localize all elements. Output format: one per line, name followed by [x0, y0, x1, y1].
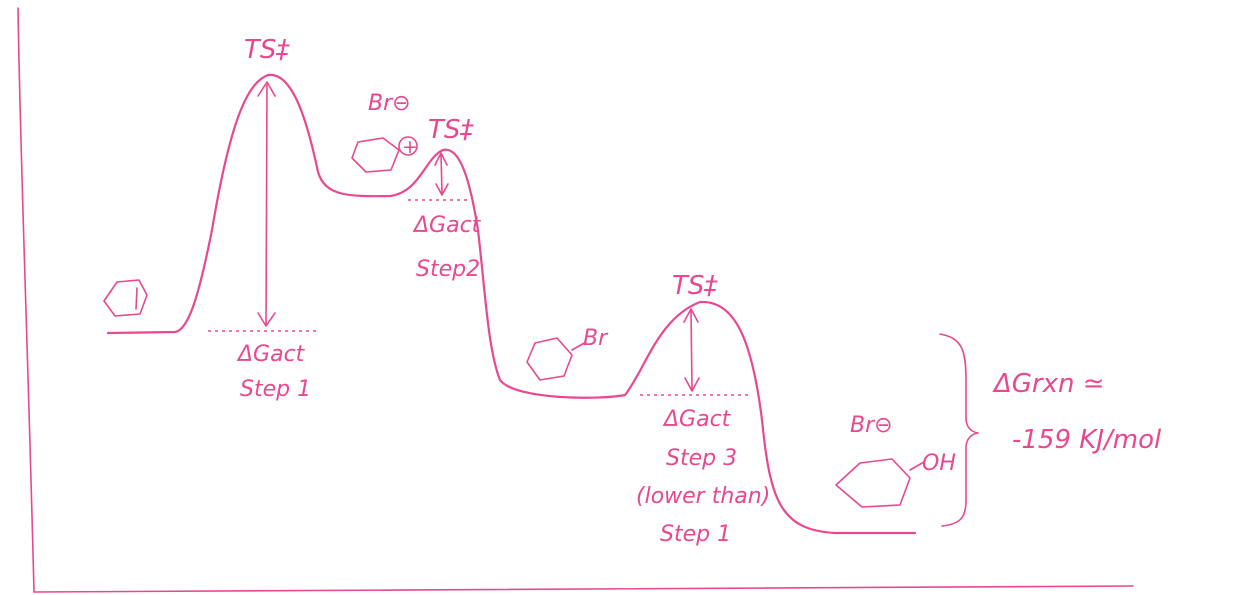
dg-step2-arrow [434, 152, 449, 196]
delta-g-rxn-label: ΔGrxn ≃ [992, 369, 1105, 399]
dg-step3-label-line1: ΔGact [662, 407, 732, 432]
delta-g-rxn-value: -159 KJ/mol [1012, 425, 1162, 455]
reaction-energy-curve [106, 73, 917, 535]
dg-step3-arrow [683, 308, 700, 392]
cyclohexanol-structure [835, 458, 925, 508]
dg-step2-label-line2: Step2 [416, 257, 480, 282]
y-axis [17, 7, 35, 593]
cyclohexene-structure [103, 279, 148, 317]
oh-substituent-label: OH [922, 451, 956, 476]
x-axis [33, 585, 1134, 593]
dg-step1-arrow [257, 81, 276, 327]
ts1-label: TS‡ [244, 35, 290, 65]
delta-g-rxn-brace [939, 333, 979, 527]
br-substituent-label: Br [583, 326, 609, 351]
br-anion-label: Br⊖ [368, 91, 411, 116]
dg-step2-label-line1: ΔGact [412, 213, 482, 238]
bromocyclohexane-structure [526, 337, 587, 381]
dg-step3-label-line4: Step 1 [660, 522, 731, 547]
cyclohexyl-cation-structure [351, 136, 418, 173]
plus-charge: + [402, 136, 418, 158]
ts3-label: TS‡ [672, 271, 718, 301]
dg-step1-label-line2: Step 1 [240, 377, 311, 402]
dg-step3-label-line3: (lower than) [636, 484, 770, 509]
ts2-label: TS‡ [428, 115, 474, 145]
dg-step1-label-line1: ΔGact [236, 342, 306, 367]
br-anion-product-label: Br⊖ [850, 413, 893, 438]
dg-step3-label-line2: Step 3 [666, 446, 737, 471]
